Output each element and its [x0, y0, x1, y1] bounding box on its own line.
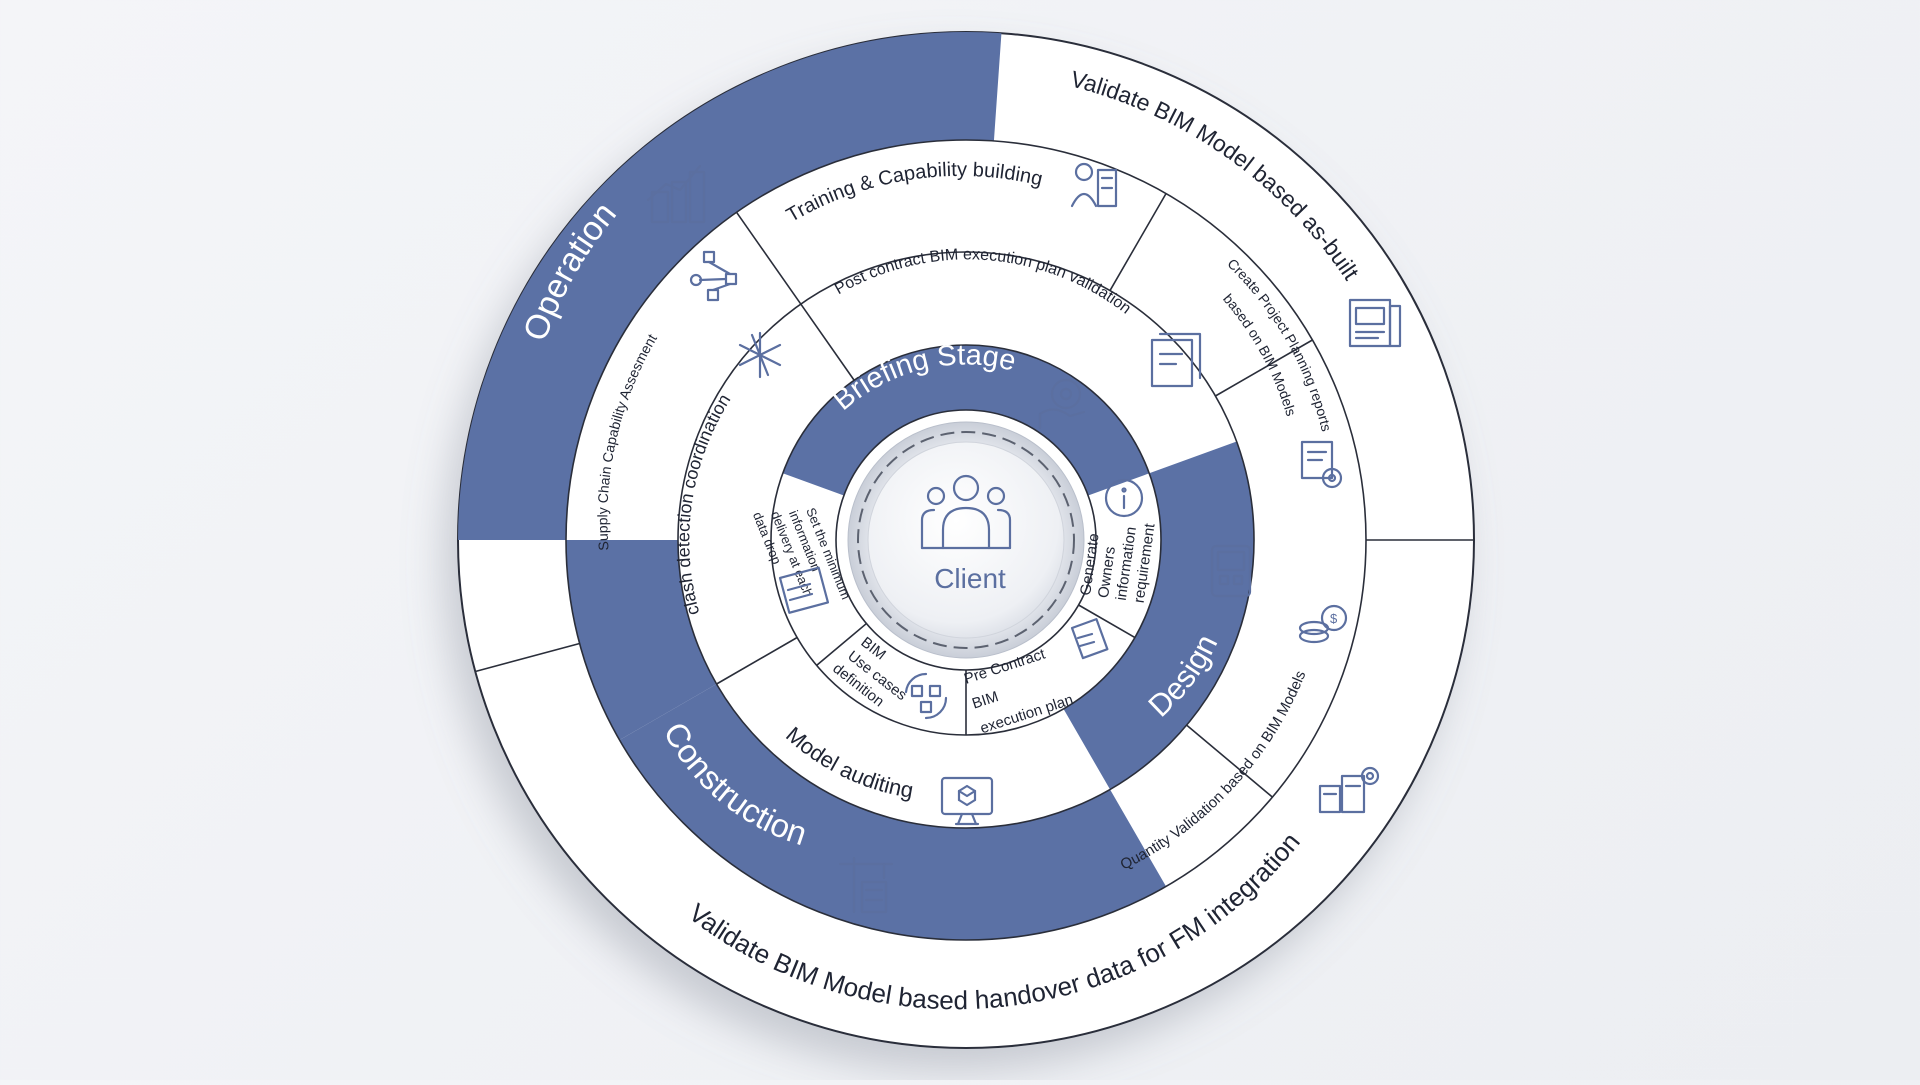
report-gear-icon [1300, 440, 1343, 489]
divider-ring1-right [1078, 604, 1136, 639]
operation-band-outer [458, 32, 966, 540]
info-circle-icon [1104, 478, 1144, 518]
bim-document-icon [1348, 298, 1402, 348]
coins-dollar-icon: $ [1298, 604, 1348, 644]
monitor-cube-icon [940, 776, 994, 826]
device-panel-icon [1210, 544, 1252, 598]
divider-ring2-bottom [716, 636, 798, 685]
divider-ring2-left [800, 303, 855, 381]
people-group-icon [920, 474, 1012, 550]
building-chart-icon [646, 164, 706, 224]
divider-ring3-topleft [735, 211, 802, 305]
design-band [1063, 441, 1255, 790]
divider-ring3-right [1215, 339, 1313, 397]
blueprint-folder-icon [1150, 332, 1202, 388]
operation-band-inner [566, 540, 717, 740]
client-hub: Client [847, 421, 1085, 659]
ring-outlines [475, 139, 1474, 941]
cycle-arrows-icon [904, 672, 948, 720]
divider-ring3-top [1109, 193, 1167, 291]
client-label: Client [934, 563, 1006, 594]
document-checklist-icon [1070, 618, 1109, 660]
construction-band [619, 684, 1166, 941]
blueprint-roll-icon [778, 566, 830, 614]
operation-band-tip [966, 32, 1002, 141]
hub-dashed-ring [857, 431, 1075, 649]
worker-building-icon [1070, 162, 1118, 208]
buildings-gear-icon [1318, 766, 1380, 814]
divider-ring1-bottomleft [816, 622, 867, 666]
wheel-icons: $ [646, 162, 1402, 914]
svg-text:$: $ [1330, 611, 1338, 626]
gear-hand-icon [1038, 378, 1086, 430]
middle-ring-boundary [677, 251, 1255, 829]
spark-icon [738, 331, 782, 379]
flow-nodes-icon [689, 250, 738, 302]
crane-building-icon [838, 856, 894, 914]
divider-outer-left [475, 642, 580, 673]
divider-ring3-bottom [1186, 724, 1273, 798]
stage-bands [458, 32, 1255, 941]
